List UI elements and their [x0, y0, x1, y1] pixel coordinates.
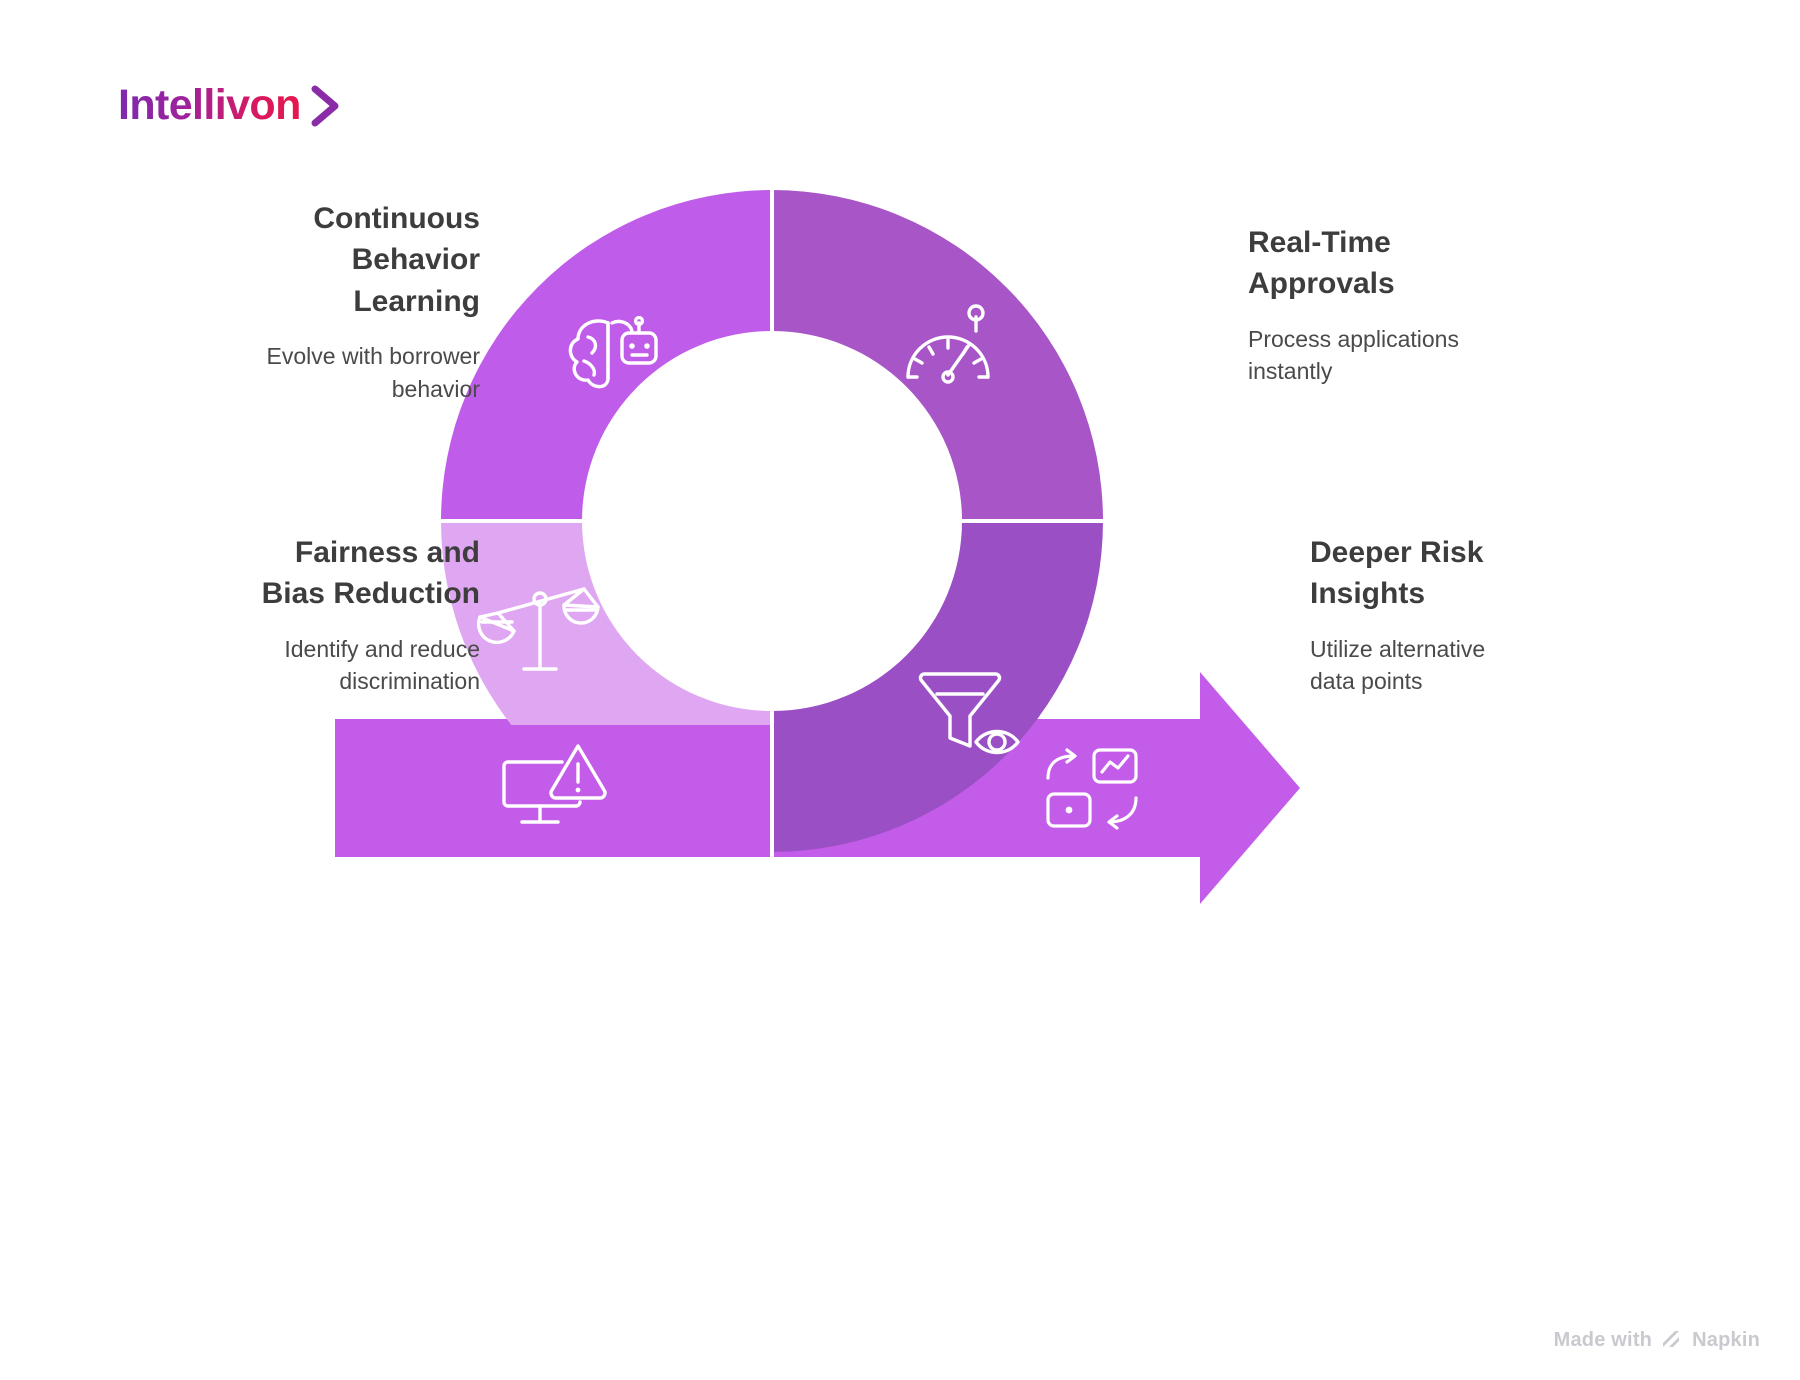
- watermark-prefix: Made with: [1553, 1328, 1653, 1351]
- segment-fairness-and-bias-reduction[interactable]: [441, 521, 772, 852]
- automation-nodes-icon: [1046, 748, 1138, 830]
- chevron-right-icon: [311, 85, 339, 127]
- watermark-product: Napkin: [1692, 1328, 1760, 1351]
- heading-fairness-and-bias-reduction: Fairness and Bias Reduction: [261, 536, 480, 611]
- subtext-continuous-behavior-learning: Evolve with borrower behavior: [266, 343, 480, 402]
- brain-robot-icon: [568, 315, 658, 389]
- monitor-warning-icon: [502, 744, 607, 824]
- label-continuous-behavior-learning: Continuous Behavior Learning Evolve with…: [150, 198, 480, 405]
- subtext-real-time-approvals: Process applications instantly: [1248, 325, 1459, 385]
- napkin-logo-icon: [1663, 1331, 1680, 1347]
- segment-real-time-approvals[interactable]: [772, 190, 1103, 521]
- brand-logo-text: Intellivon: [118, 80, 301, 129]
- heading-deeper-risk-insights: Deeper Risk Insights: [1310, 536, 1484, 611]
- heading-real-time-approvals: Real-Time Approvals: [1248, 226, 1395, 301]
- balance-scale-icon: [476, 587, 600, 671]
- subtext-deeper-risk-insights: Utilize alternative data points: [1310, 635, 1486, 695]
- watermark: Made with Napkin: [1554, 1328, 1760, 1352]
- funnel-eye-icon: [918, 672, 1020, 755]
- heading-continuous-behavior-learning: Continuous Behavior Learning: [313, 202, 480, 318]
- brand-logo: Intellivon: [118, 82, 343, 128]
- segment-deeper-risk-insights[interactable]: [772, 521, 1103, 852]
- subtext-fairness-and-bias-reduction: Identify and reduce discrimination: [284, 635, 480, 695]
- speedometer-icon: [906, 304, 990, 384]
- label-deeper-risk-insights: Deeper Risk Insights Utilize alternative…: [1310, 532, 1670, 698]
- label-real-time-approvals: Real-Time Approvals Process applications…: [1248, 222, 1608, 388]
- label-fairness-and-bias-reduction: Fairness and Bias Reduction Identify and…: [110, 532, 480, 698]
- segment-dividers: [437, 186, 1107, 861]
